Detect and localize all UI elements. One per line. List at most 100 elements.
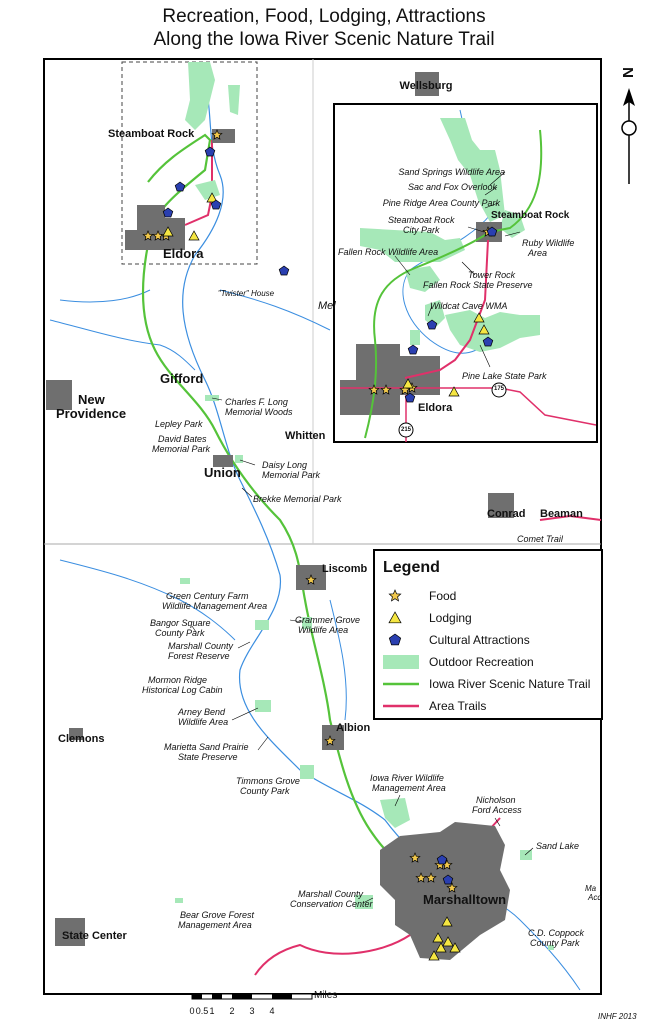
label-brekke: Brekke Memorial Park (253, 494, 342, 504)
scale-tick-label: 0 (189, 1006, 195, 1016)
inset-label-pine-lake: Pine Lake State Park (462, 371, 547, 381)
legend-cultural-pentagon-icon (388, 633, 402, 646)
map-title-line-1: Recreation, Food, Lodging, Attractions (162, 6, 486, 27)
label-steamboat-rock: Steamboat Rock (108, 128, 195, 140)
label-iowa-wildlife-2: Management Area (372, 783, 446, 793)
inset-label-wildcat: Wildcat Cave WMA (430, 301, 508, 311)
iowa-river-scenic-nature-trail (141, 133, 446, 887)
tributary-north (59, 289, 151, 303)
inset-label-sand-springs: Sand Springs Wildlife Area (398, 167, 505, 177)
cultural-pentagon-icon (436, 854, 448, 865)
food-star-icon (425, 872, 437, 883)
area-trail-steamboat-eldora (184, 140, 213, 226)
food-star-icon (380, 384, 392, 395)
scale-bar-graphic (191, 993, 313, 1000)
label-timmons-1: Timmons Grove (236, 776, 300, 786)
label-marshall-cons-2: Conservation Center (290, 899, 373, 909)
label-david-bates-1: David Bates (158, 434, 207, 444)
label-providence: Providence (56, 406, 127, 421)
label-marshalltown: Marshalltown (423, 892, 507, 907)
inset-highway-175 (340, 387, 597, 426)
label-twister-house: "Twister" House (217, 289, 275, 298)
green-line-swatch (383, 682, 419, 686)
food-star-icon (305, 574, 317, 585)
label-iowa-wildlife-1: Iowa River Wildlife (370, 773, 444, 783)
lodging-triangle-icon (448, 386, 460, 397)
food-star-icon (399, 384, 411, 395)
label-mormon-2: Historical Log Cabin (142, 685, 223, 695)
main-leader-lines (191, 397, 534, 903)
cultural-pentagon-icon (482, 336, 494, 347)
label-daisy-long-2: Memorial Park (262, 470, 321, 480)
pentagon-icon (388, 633, 402, 646)
label-marshall-cons-1: Marshall County (298, 889, 364, 899)
label-ma-edge: Ma (585, 884, 597, 893)
inset-label-sac-fox: Sac and Fox Overlook (407, 182, 497, 192)
label-charles-long-2: Memorial Woods (225, 407, 293, 417)
lodging-triangle-icon (473, 312, 485, 323)
label-david-bates-2: Memorial Park (152, 444, 211, 454)
lodging-triangle-icon (449, 942, 461, 953)
lodging-triangle-icon (188, 230, 200, 241)
map-title-line-2: Along the Iowa River Scenic Nature Trail (153, 29, 495, 50)
label-comet-trail: Comet Trail (517, 534, 563, 544)
label-nicholson-2: Ford Access (472, 805, 522, 815)
label-wellsburg: Wellsburg (399, 80, 453, 92)
label-coppock-2: County Park (530, 938, 580, 948)
label-daisy-long-1: Daisy Long (262, 460, 308, 470)
tributary-east (219, 289, 331, 331)
label-mormon-1: Mormon Ridge (148, 675, 208, 685)
area-trail-comet (539, 514, 602, 521)
north-arrow-icon (621, 88, 637, 184)
label-charles-long-1: Charles F. Long (225, 397, 288, 407)
legend-food-star-icon (388, 589, 402, 602)
inset-label-hwy-215: 215 (400, 427, 412, 433)
inset-label-fallen-rock-wildlife: Fallen Rock Wildlife Area (338, 247, 439, 257)
label-coppock-1: C.D. Coppock (528, 928, 585, 938)
label-marietta-2: State Preserve (178, 752, 238, 762)
label-nicholson-1: Nicholson (476, 795, 516, 805)
food-star-icon (142, 230, 154, 241)
legend-item-label: Iowa River Scenic Nature Trail (429, 677, 591, 691)
cultural-pentagon-icon (486, 226, 498, 237)
label-marietta-1: Marietta Sand Prairie (164, 742, 249, 752)
inset-nature-trail (364, 129, 543, 439)
scale-unit: Miles (314, 990, 338, 1001)
inset-label-steamboat-city-2: City Park (403, 225, 440, 235)
label-state-center: State Center (62, 930, 127, 942)
legend-recreation-swatch (383, 655, 419, 669)
inset-hwy-175-shield (491, 382, 507, 398)
label-clemons: Clemons (58, 733, 105, 745)
inset-label-steamboat-city-1: Steamboat Rock (388, 215, 455, 225)
inset-label-ruby-2: Area (528, 248, 548, 258)
label-bear-grove-1: Bear Grove Forest (180, 910, 255, 920)
cultural-pentagon-icon (442, 874, 454, 885)
cultural-pentagon-icon (204, 146, 216, 157)
cultural-pentagon-icon (278, 265, 290, 276)
label-conrad: Conrad (487, 508, 526, 520)
scale-tick-label: 0.5 (195, 1006, 209, 1016)
label-bear-grove-2: Management Area (178, 920, 252, 930)
star-icon (388, 589, 402, 602)
legend-heading: Legend (383, 559, 440, 576)
lodging-triangle-icon (435, 942, 447, 953)
legend-item: Area Trails (383, 697, 599, 715)
legend-item: Outdoor Recreation (383, 653, 599, 671)
inset-label-fallen-rock-state: Fallen Rock State Preserve (423, 280, 533, 290)
label-marshall-forest-1: Marshall County (168, 641, 234, 651)
inset-label-steamboat-rock: Steamboat Rock (491, 210, 570, 221)
legend-item-label: Food (429, 589, 457, 603)
credit: INHF 2013 (598, 1012, 637, 1021)
tributary-west (49, 319, 196, 371)
cultural-pentagon-icon (426, 319, 438, 330)
label-gifford: Gifford (160, 371, 204, 386)
map-frame (43, 58, 602, 995)
label-acc-edge: Acc (588, 893, 602, 902)
north-arrow: N (614, 58, 644, 186)
label-arney-1: Arney Bend (178, 707, 226, 717)
lodging-triangle-icon (432, 932, 444, 943)
label-bangor-1: Bangor Square (150, 618, 211, 628)
inset-leader-lines (394, 171, 521, 368)
inset-label-eldora: Eldora (418, 402, 453, 414)
